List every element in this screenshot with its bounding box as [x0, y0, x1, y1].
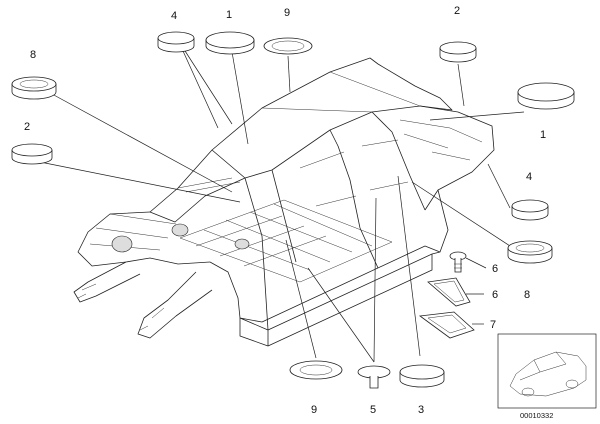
vehicle-thumbnail: [497, 333, 597, 409]
callout-right-2: 2: [454, 5, 460, 17]
plug-9-bottom: [289, 360, 343, 380]
plug-1-top: [205, 31, 255, 55]
seal-ring-7: [418, 311, 475, 339]
callout-bottom-3: 3: [418, 404, 424, 416]
plug-3-bottom: [399, 364, 445, 388]
plug-4-top: [157, 31, 195, 53]
callout-right-6b: 6: [492, 289, 498, 301]
callout-left-2: 2: [24, 121, 30, 133]
callout-right-8: 8: [524, 289, 530, 301]
seal-ring-6: [427, 277, 471, 307]
leader-lines: [39, 39, 525, 363]
plug-1-right: [517, 82, 575, 110]
car-body-shell: [73, 57, 495, 347]
plug-2-right: [439, 41, 477, 63]
plug-8-left: [11, 76, 57, 100]
plug-4-right: [511, 199, 549, 221]
document-number: 00010332: [520, 411, 553, 420]
callout-left-8: 8: [30, 49, 36, 61]
callout-right-1: 1: [540, 129, 546, 141]
callout-right-4: 4: [526, 171, 532, 183]
callout-top-1: 1: [226, 9, 232, 21]
callout-top-4: 4: [171, 10, 177, 22]
callout-right-7: 7: [490, 319, 496, 331]
callout-bottom-9: 9: [311, 404, 317, 416]
callout-right-6: 6: [492, 263, 498, 275]
plug-5-bottom: [357, 365, 391, 389]
callout-top-9: 9: [284, 7, 290, 19]
callout-bottom-5: 5: [370, 404, 376, 416]
callout-labels: 4 1 9 8 2 2 1 4 6 6 7 8 9 5 3: [24, 5, 546, 416]
grommet-8-right: [507, 240, 553, 264]
clip-6: [449, 251, 467, 273]
plug-9-top: [263, 37, 313, 55]
plug-2-left: [11, 143, 53, 165]
